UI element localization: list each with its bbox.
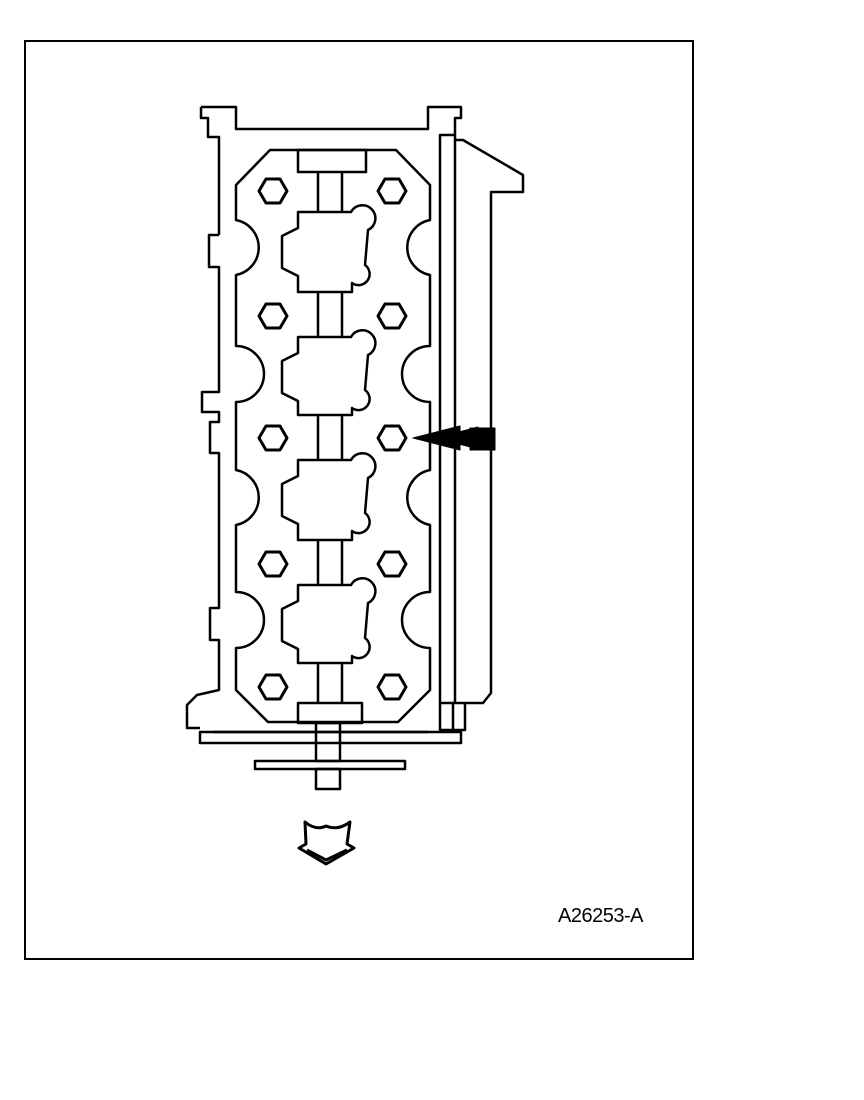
figure-id-label: A26253-A — [558, 905, 643, 927]
bolt-1 — [257, 177, 289, 205]
figure-frame — [24, 40, 694, 960]
side-rail — [438, 133, 525, 732]
head-casting — [185, 105, 463, 745]
bolt-3 — [257, 302, 289, 330]
bolt-2 — [376, 177, 408, 205]
head-deck — [234, 148, 432, 724]
cam-cap-2 — [280, 329, 377, 417]
bolt-8 — [376, 550, 408, 578]
bolt-9 — [257, 673, 289, 701]
bolt-7 — [257, 550, 289, 578]
front-of-engine-arrow-icon — [297, 820, 356, 866]
cam-cap-1 — [280, 204, 377, 294]
cam-cap-4 — [280, 577, 377, 665]
cam-bearing-caps — [280, 204, 377, 665]
bolt-4 — [376, 302, 408, 330]
bolt-6 — [376, 424, 408, 452]
highlighted-bolt-arrow-icon — [412, 425, 496, 451]
head-bolts — [257, 177, 408, 701]
bolt-5 — [257, 424, 289, 452]
cam-cap-3 — [280, 452, 377, 542]
bolt-10 — [376, 673, 408, 701]
